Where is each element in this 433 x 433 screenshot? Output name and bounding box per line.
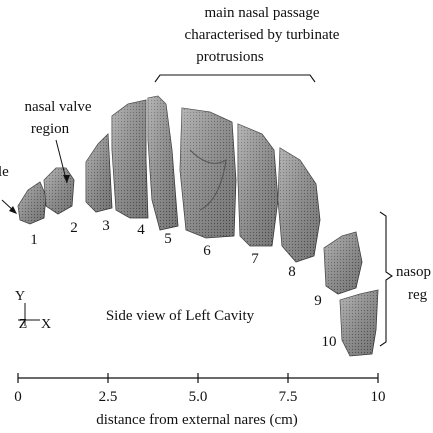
segment-4-shape — [111, 99, 149, 219]
nasopharynx-line-2: reg — [408, 287, 428, 303]
segment-label-5: 5 — [164, 231, 172, 247]
segment-label-9: 9 — [314, 293, 322, 309]
segment-2-shape — [43, 167, 75, 215]
segment-label-4: 4 — [137, 222, 145, 238]
segment-8-shape — [277, 147, 321, 263]
nasal-valve-line-2: region — [31, 121, 70, 137]
scale-tick-label: 0 — [14, 389, 22, 405]
main-passage-bracket — [154, 74, 316, 83]
segment-label-6: 6 — [203, 243, 211, 259]
segment-10-shape — [339, 289, 379, 357]
segment-3-shape — [85, 133, 113, 213]
axes-orientation-glyph: Y Z X — [15, 289, 51, 332]
scale-tick-label: 10 — [371, 389, 386, 405]
vestibule-label-fragment: le — [0, 164, 9, 180]
nasopharynx-bracket — [379, 211, 393, 347]
view-caption: Side view of Left Cavity — [106, 308, 255, 324]
main-passage-line-3: protrusions — [196, 49, 264, 65]
segment-9-shape — [323, 231, 363, 295]
scale-title: distance from external nares (cm) — [96, 412, 298, 428]
segment-label-8: 8 — [288, 264, 296, 280]
distance-scale: 0 2.5 5.0 7.5 10 distance from external nare… — [14, 373, 386, 428]
scale-tick-label: 5.0 — [189, 389, 208, 405]
scale-tick-label: 2.5 — [99, 389, 118, 405]
segment-5-shape — [147, 95, 179, 231]
nasopharynx-line-1: nasop — [396, 264, 431, 280]
segment-label-3: 3 — [102, 218, 110, 234]
segment-label-10: 10 — [322, 334, 337, 350]
nasal-valve-arrowhead — [63, 175, 70, 183]
scale-tick-label: 7.5 — [279, 389, 298, 405]
segment-label-1: 1 — [30, 232, 38, 248]
nasal-valve-line-1: nasal valve — [24, 99, 91, 115]
vestibule-arrowhead — [9, 206, 17, 214]
segment-1-shape — [17, 181, 47, 225]
main-passage-line-2: characterised by turbinate — [185, 27, 340, 43]
axis-z-letter: Z — [19, 317, 28, 332]
axis-y-letter: Y — [15, 289, 25, 304]
segment-label-2: 2 — [70, 220, 78, 236]
main-passage-line-1: main nasal passage — [205, 5, 320, 21]
segment-6-shape — [179, 107, 237, 239]
axis-x-letter: X — [41, 317, 51, 332]
segment-7-shape — [237, 123, 279, 247]
segment-label-7: 7 — [251, 251, 259, 267]
